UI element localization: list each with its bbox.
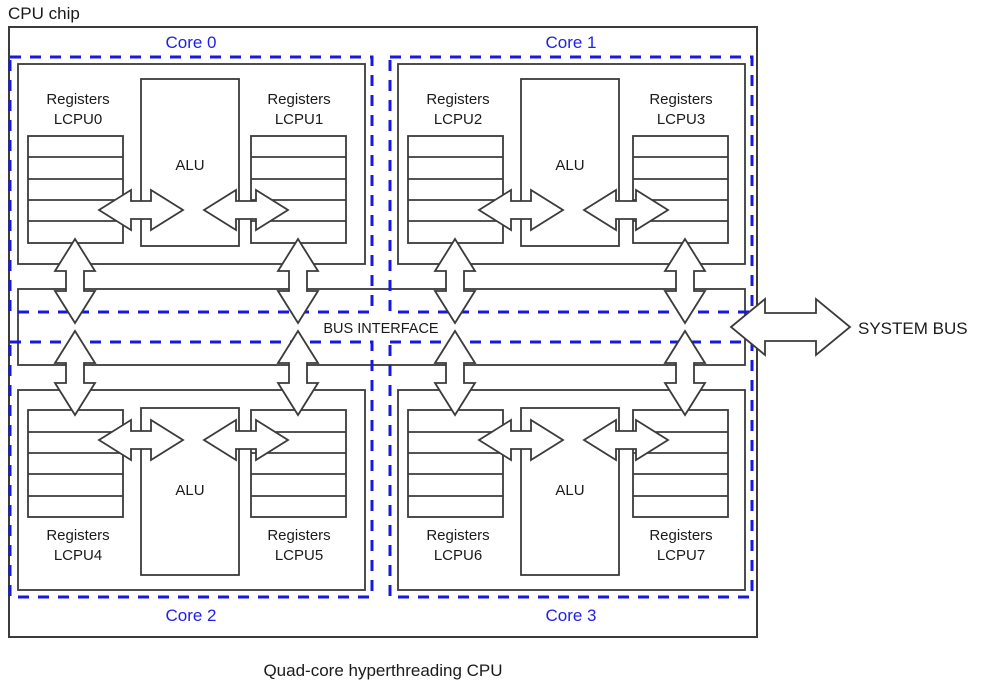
core-1-lcpu2-register-stack bbox=[407, 135, 504, 244]
core-1-group[interactable]: Core 1 ALU Registers LCPU2 Registers LCP… bbox=[388, 33, 754, 325]
core-3-label: Core 3 bbox=[545, 606, 596, 625]
core-1-alu-label: ALU bbox=[555, 157, 584, 174]
core-1-lcpu3-lcpu-label: LCPU3 bbox=[657, 111, 705, 128]
core-0-boundary bbox=[8, 55, 374, 314]
core-0-group[interactable]: Core 0 ALU Registers LCPU0 Registers LCP… bbox=[8, 33, 374, 325]
core-0-lcpu1-lcpu-label: LCPU1 bbox=[275, 111, 323, 128]
core-0-right-bus-arrow bbox=[276, 237, 320, 325]
core-3-lcpu6-register-stack bbox=[407, 409, 504, 518]
core-2-boundary bbox=[8, 340, 374, 599]
core-0-lcpu1-alu-arrow bbox=[202, 188, 290, 232]
core-2-label: Core 2 bbox=[165, 606, 216, 625]
core-0-lcpu1-register-stack bbox=[250, 135, 347, 244]
core-2-lcpu4-registers-label: Registers bbox=[46, 527, 109, 544]
bus-interface-label: BUS INTERFACE bbox=[323, 321, 439, 337]
core-1-lcpu2-alu-arrow bbox=[477, 188, 565, 232]
core-1-lcpu2-registers-label: Registers bbox=[426, 91, 489, 108]
core-3-right-bus-arrow bbox=[663, 329, 707, 417]
core-3-lcpu7-registers-label: Registers bbox=[649, 527, 712, 544]
core-0-lcpu0-alu-arrow bbox=[97, 188, 185, 232]
core-2-lcpu4-alu-arrow bbox=[97, 418, 185, 462]
core-2-right-bus-arrow bbox=[276, 329, 320, 417]
core-0-label: Core 0 bbox=[165, 33, 216, 52]
core-3-lcpu7-lcpu-label: LCPU7 bbox=[657, 547, 705, 564]
system-bus-label: SYSTEM BUS bbox=[858, 319, 968, 338]
core-2-alu-label: ALU bbox=[175, 482, 204, 499]
diagram-caption: Quad-core hyperthreading CPU bbox=[263, 661, 502, 680]
core-3-lcpu7-alu-arrow bbox=[582, 418, 670, 462]
core-3-left-bus-arrow bbox=[433, 329, 477, 417]
core-0-alu-label: ALU bbox=[175, 157, 204, 174]
core-1-lcpu3-register-stack bbox=[632, 135, 729, 244]
core-3-alu-label: ALU bbox=[555, 482, 584, 499]
diagram-title: CPU chip bbox=[8, 4, 80, 23]
core-0-left-bus-arrow bbox=[53, 237, 97, 325]
core-1-lcpu3-registers: Registers LCPU3 bbox=[632, 91, 729, 244]
core-2-lcpu4-lcpu-label: LCPU4 bbox=[54, 547, 102, 564]
core-2-left-bus-arrow bbox=[53, 329, 97, 417]
core-2-lcpu5-registers-label: Registers bbox=[267, 527, 330, 544]
core-1-lcpu2-registers: Registers LCPU2 bbox=[407, 91, 504, 244]
core-2-group[interactable]: Core 2 ALU Registers LCPU4 Registers LCP… bbox=[8, 329, 374, 625]
core-2-lcpu5-lcpu-label: LCPU5 bbox=[275, 547, 323, 564]
core-0-lcpu0-lcpu-label: LCPU0 bbox=[54, 111, 102, 128]
core-3-group[interactable]: Core 3 ALU Registers LCPU6 Registers LCP… bbox=[388, 329, 754, 625]
core-3-boundary bbox=[388, 340, 754, 599]
core-0-lcpu0-registers-label: Registers bbox=[46, 91, 109, 108]
core-2-lcpu4-register-stack bbox=[27, 409, 124, 518]
core-1-lcpu3-alu-arrow bbox=[582, 188, 670, 232]
core-3-lcpu6-alu-arrow bbox=[477, 418, 565, 462]
core-3-lcpu6-registers-label: Registers bbox=[426, 527, 489, 544]
core-3-lcpu6-registers: Registers LCPU6 bbox=[407, 409, 504, 564]
core-2-lcpu5-alu-arrow bbox=[202, 418, 290, 462]
core-1-lcpu2-lcpu-label: LCPU2 bbox=[434, 111, 482, 128]
core-2-lcpu4-registers: Registers LCPU4 bbox=[27, 409, 124, 564]
core-1-left-bus-arrow bbox=[433, 237, 477, 325]
core-1-label: Core 1 bbox=[545, 33, 596, 52]
core-0-lcpu1-registers-label: Registers bbox=[267, 91, 330, 108]
core-0-lcpu0-register-stack bbox=[27, 135, 124, 244]
bus-interface-box bbox=[17, 288, 746, 366]
core-3-lcpu6-lcpu-label: LCPU6 bbox=[434, 547, 482, 564]
core-1-lcpu3-registers-label: Registers bbox=[649, 91, 712, 108]
system-bus-arrow bbox=[729, 297, 852, 357]
core-1-boundary bbox=[388, 55, 754, 314]
core-1-right-bus-arrow bbox=[663, 237, 707, 325]
